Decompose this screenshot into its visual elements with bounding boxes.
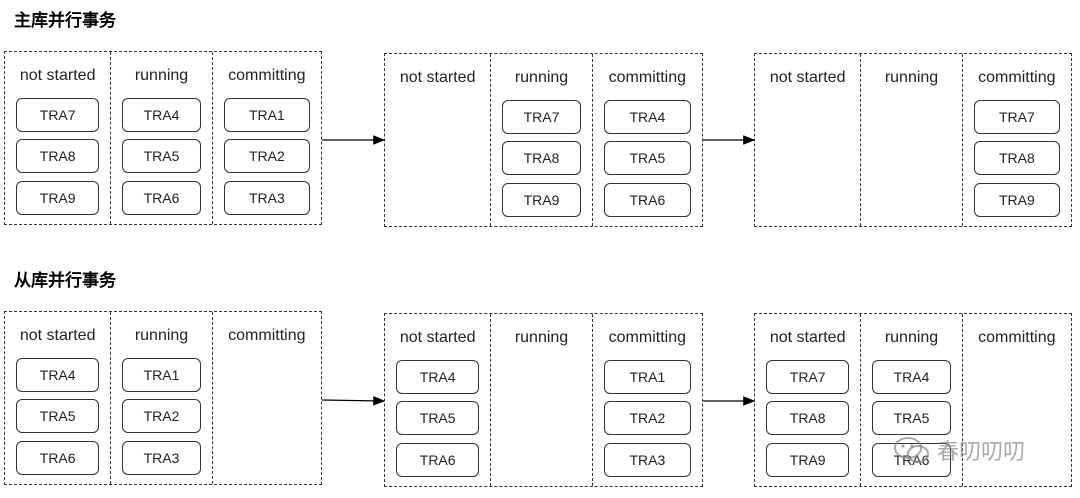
column-header: not started	[19, 67, 96, 84]
transaction-box: TRA3	[603, 443, 691, 477]
column-header: running	[884, 69, 939, 86]
transaction-box: TRA9	[973, 183, 1060, 217]
state-column: running	[490, 314, 591, 486]
column-header: committing	[228, 67, 306, 84]
column-header: committing	[608, 329, 687, 346]
transaction-box: TRA5	[603, 141, 691, 175]
state-column: not started	[755, 54, 860, 226]
transaction-box: TRA7	[766, 360, 850, 394]
transaction-box: TRA4	[16, 358, 100, 392]
transaction-box: TRA8	[16, 139, 100, 173]
state-column: committing	[211, 312, 321, 484]
transaction-box: TRA4	[396, 360, 480, 394]
wechat-icon	[894, 437, 929, 463]
transaction-box: TRA6	[122, 181, 201, 215]
column-header: not started	[769, 69, 846, 86]
transaction-box: TRA7	[973, 100, 1060, 134]
transaction-box: TRA1	[603, 360, 691, 394]
column-header: not started	[769, 329, 846, 346]
transaction-box: TRA1	[223, 98, 310, 132]
transaction-box: TRA3	[122, 441, 201, 475]
transaction-box: TRA4	[603, 100, 691, 134]
column-header: committing	[228, 327, 306, 344]
column-header: committing	[608, 69, 687, 86]
column-header: not started	[19, 327, 96, 344]
transaction-box: TRA5	[872, 401, 951, 435]
transaction-box: TRA1	[122, 358, 201, 392]
column-header: committing	[978, 69, 1056, 86]
transaction-box: TRA2	[603, 401, 691, 435]
column-header: running	[514, 329, 569, 346]
column-header: running	[134, 67, 189, 84]
column-header: running	[884, 329, 939, 346]
state-column: not started	[385, 54, 490, 226]
transaction-box: TRA9	[16, 181, 100, 215]
transaction-box: TRA8	[766, 401, 850, 435]
section-title-slave: 从库并行事务	[14, 271, 116, 291]
column-header: running	[134, 327, 189, 344]
transaction-box: TRA9	[502, 183, 581, 217]
watermark: 春叨叨叨	[893, 434, 1025, 466]
section-title-master: 主库并行事务	[14, 11, 116, 31]
transaction-box: TRA7	[16, 98, 100, 132]
column-header: running	[514, 69, 569, 86]
transaction-box: TRA4	[872, 360, 951, 394]
transaction-box: TRA2	[122, 399, 201, 433]
transaction-box: TRA5	[122, 139, 201, 173]
state-column: running	[860, 54, 961, 226]
transaction-box: TRA8	[502, 141, 581, 175]
watermark-text: 春叨叨叨	[937, 440, 1026, 465]
transaction-box: TRA7	[502, 100, 581, 134]
transaction-box: TRA6	[396, 443, 480, 477]
column-header: committing	[978, 329, 1056, 346]
transaction-box: TRA6	[603, 183, 691, 217]
arrow-slave-1	[321, 396, 386, 406]
state-column: committing	[961, 314, 1071, 486]
column-header: not started	[399, 69, 476, 86]
transaction-box: TRA6	[16, 441, 100, 475]
transaction-box: TRA8	[973, 141, 1060, 175]
transaction-box: TRA2	[223, 139, 310, 173]
transaction-box: TRA5	[16, 399, 100, 433]
transaction-box: TRA5	[396, 401, 480, 435]
transaction-box: TRA3	[223, 181, 310, 215]
transaction-box: TRA9	[766, 443, 850, 477]
transaction-box: TRA4	[122, 98, 201, 132]
column-header: not started	[399, 329, 476, 346]
